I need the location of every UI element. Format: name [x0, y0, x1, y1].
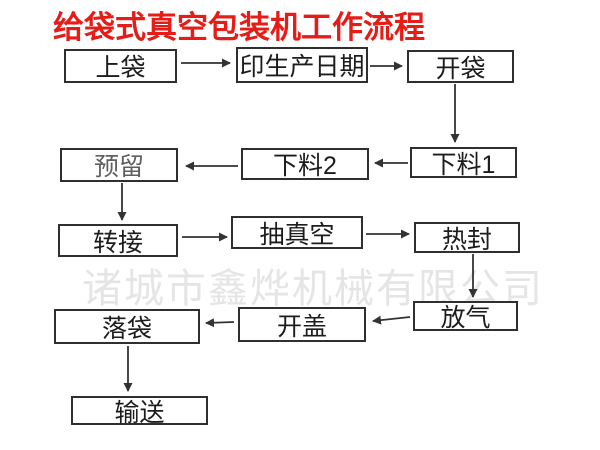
flow-step-drop-bag: 落袋: [54, 309, 200, 344]
flow-step-convey: 输送: [71, 396, 208, 427]
flow-step-open-lid: 开盖: [238, 307, 366, 342]
flow-step-load-bag: 上袋: [64, 49, 177, 83]
page-title: 给袋式真空包装机工作流程: [53, 10, 425, 45]
flow-step-transfer: 转接: [58, 224, 178, 257]
flow-step-feed-2: 下料2: [241, 148, 369, 180]
flow-step-reserve: 预留: [60, 148, 178, 182]
flow-step-vacuum: 抽真空: [231, 216, 363, 249]
flow-step-air-release: 放气: [413, 301, 518, 332]
flow-step-feed-1: 下料1: [410, 147, 517, 179]
flow-step-open-bag: 开袋: [407, 50, 514, 83]
arrow-openlid-to-dropbag: [205, 318, 235, 328]
arrow-air-to-openlid: [372, 315, 411, 325]
flow-step-print-date: 印生产日期: [236, 47, 368, 83]
flow-step-heat-seal: 热封: [414, 222, 520, 254]
